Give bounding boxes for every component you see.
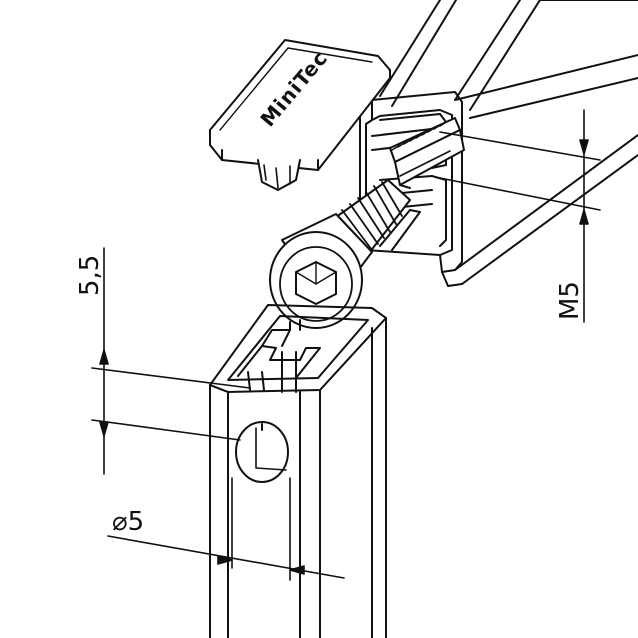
vertical-profile (209, 304, 387, 638)
cross-hole (235, 421, 289, 483)
threaded-insert (389, 117, 465, 189)
dimension-slot-width: 5,5 (75, 255, 105, 296)
dimension-hole-diameter: ⌀5 (112, 507, 144, 537)
dimension-lines (91, 109, 601, 581)
dimension-thread: M5 (555, 281, 585, 320)
end-cap: MiniTec (209, 39, 391, 191)
cap-screw (269, 179, 411, 329)
